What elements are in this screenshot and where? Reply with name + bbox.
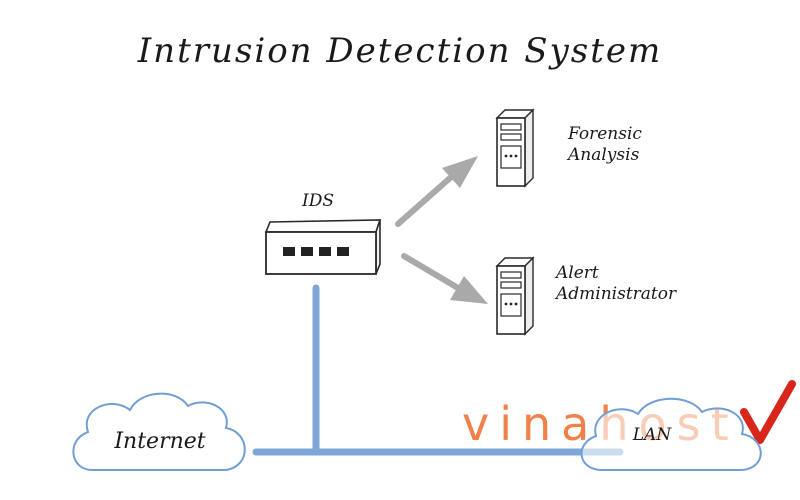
cloud-icon (72, 392, 246, 471)
ids-label: IDS (301, 191, 334, 211)
cloud-icon (580, 397, 762, 471)
arrow-to-alert (401, 253, 488, 304)
server-tower-icon (495, 256, 535, 336)
diagram-title: Intrusion Detection System (137, 31, 663, 71)
alert-label-line2: Administrator (554, 284, 677, 304)
arrows (395, 156, 488, 304)
network-switch-icon (264, 219, 382, 275)
arrow-to-forensic (395, 156, 478, 227)
internet-label: Internet (113, 429, 205, 454)
forensic-label-line2: Analysis (566, 145, 640, 165)
forensic-label-line1: Forensic (567, 124, 642, 144)
lan-label: LAN (632, 425, 673, 445)
alert-label-line1: Alert (554, 263, 599, 283)
network-lines (252, 284, 624, 456)
checkmark-icon (740, 380, 796, 444)
server-tower-icon (495, 108, 535, 188)
